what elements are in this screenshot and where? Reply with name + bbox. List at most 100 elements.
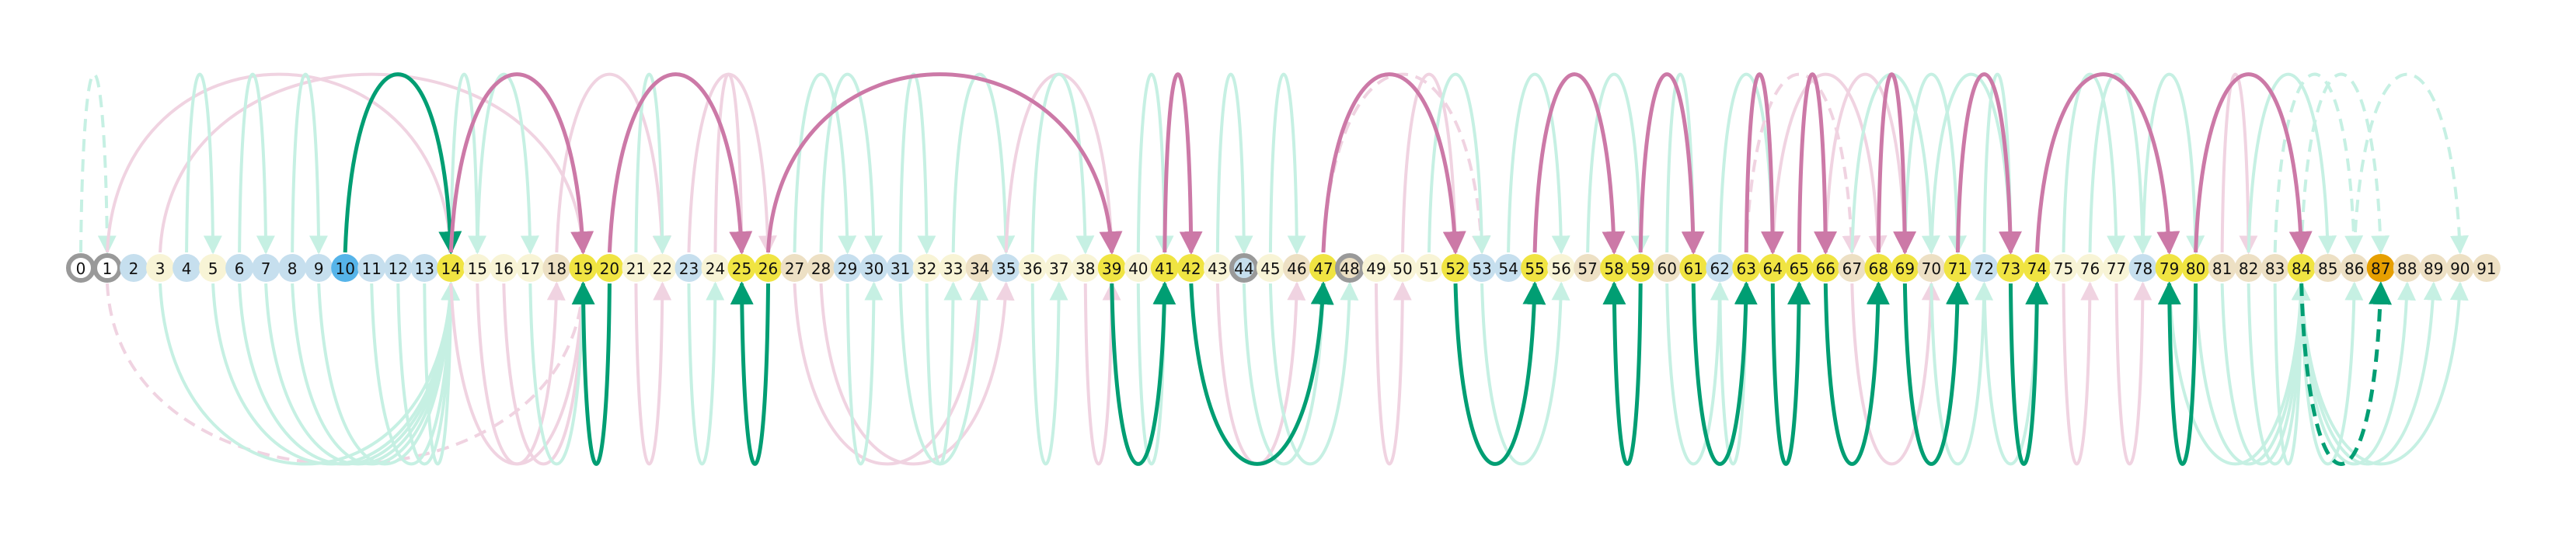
node-26: 26 xyxy=(754,254,783,282)
node-20: 20 xyxy=(595,254,624,282)
node-circle-17 xyxy=(516,254,545,282)
faded-edge-36-38-top xyxy=(1030,72,1095,255)
node-label-51: 51 xyxy=(1419,259,1438,278)
node-31: 31 xyxy=(886,254,915,282)
node-label-79: 79 xyxy=(2159,259,2179,278)
node-label-3: 3 xyxy=(155,259,166,278)
node-label-38: 38 xyxy=(1075,259,1095,278)
node-circle-8 xyxy=(278,254,307,282)
node-circle-21 xyxy=(622,254,650,282)
node-label-53: 53 xyxy=(1472,259,1491,278)
node-circle-71 xyxy=(1943,254,1972,282)
faded-edge-75-77-top xyxy=(2062,72,2126,255)
faded-edge-43-44-top xyxy=(1215,72,1253,255)
node-label-64: 64 xyxy=(1763,259,1783,278)
faded-edge-8-14-bottom xyxy=(291,281,460,466)
node-89: 89 xyxy=(2419,254,2448,282)
node-circle-33 xyxy=(939,254,967,282)
highlight-edges-layer xyxy=(343,72,2393,466)
node-label-39: 39 xyxy=(1102,259,1121,278)
highlight-edge-55-58-top xyxy=(1532,72,1626,255)
node-label-15: 15 xyxy=(468,259,487,278)
node-53: 53 xyxy=(1468,254,1497,282)
faded-edge-40-41-top xyxy=(1136,72,1174,255)
highlight-edge-68-69-top xyxy=(1876,72,1917,255)
node-39: 39 xyxy=(1097,254,1126,282)
node-circle-75 xyxy=(2049,254,2078,282)
faded-edge-84-89-bottom xyxy=(2299,281,2442,466)
faded-edge-67-70-top xyxy=(1850,72,1940,255)
node-circle-24 xyxy=(701,254,730,282)
node-43: 43 xyxy=(1203,254,1232,282)
node-label-60: 60 xyxy=(1657,259,1676,278)
faded-edge-8-9-top xyxy=(291,72,328,255)
node-72: 72 xyxy=(1970,254,1999,282)
node-circle-72 xyxy=(1970,254,1999,282)
node-circle-52 xyxy=(1441,254,1470,282)
node-48: 48 xyxy=(1334,253,1365,283)
highlight-edge-80-79-bottom xyxy=(2157,281,2198,466)
faded-edge-54-56-top xyxy=(1507,72,1570,255)
faded-edge-28-30-top xyxy=(819,72,884,255)
node-circle-58 xyxy=(1600,254,1629,282)
node-circle-83 xyxy=(2261,254,2289,282)
node-circle-66 xyxy=(1811,254,1840,282)
node-circle-16 xyxy=(490,254,518,282)
node-label-91: 91 xyxy=(2477,259,2496,278)
node-label-9: 9 xyxy=(314,259,324,278)
node-label-56: 56 xyxy=(1551,259,1570,278)
faded-edge-13-14-bottom xyxy=(423,281,461,466)
node-label-54: 54 xyxy=(1498,259,1518,278)
node-58: 58 xyxy=(1600,254,1629,282)
node-66: 66 xyxy=(1811,254,1840,282)
faded-edge-83-86-top xyxy=(2273,72,2364,255)
node-28: 28 xyxy=(807,254,835,282)
node-label-34: 34 xyxy=(970,259,989,278)
node-circle-40 xyxy=(1124,254,1152,282)
highlight-edge-14-19-top xyxy=(448,72,594,255)
node-circle-6 xyxy=(225,254,254,282)
node-67: 67 xyxy=(1838,254,1867,282)
node-circle-38 xyxy=(1071,254,1100,282)
node-circle-3 xyxy=(146,254,175,282)
node-label-14: 14 xyxy=(441,259,461,278)
node-label-86: 86 xyxy=(2344,259,2364,278)
node-label-71: 71 xyxy=(1948,259,1968,278)
node-circle-18 xyxy=(542,254,571,282)
faded-edge-15-17-top xyxy=(476,72,539,255)
node-circle-1 xyxy=(92,253,123,283)
node-label-77: 77 xyxy=(2107,259,2126,278)
node-label-58: 58 xyxy=(1604,259,1623,278)
node-circle-36 xyxy=(1018,254,1047,282)
node-circle-59 xyxy=(1626,254,1655,282)
node-84: 84 xyxy=(2287,254,2316,282)
node-12: 12 xyxy=(384,254,413,282)
node-circle-9 xyxy=(305,254,333,282)
node-52: 52 xyxy=(1441,254,1470,282)
node-label-23: 23 xyxy=(679,259,699,278)
node-36: 36 xyxy=(1018,254,1047,282)
node-circle-25 xyxy=(727,254,756,282)
node-74: 74 xyxy=(2023,254,2051,282)
node-4: 4 xyxy=(173,254,201,282)
faded-edge-1-14-top xyxy=(106,72,460,255)
node-circle-70 xyxy=(1917,254,1946,282)
faded-edge-66-69-top xyxy=(1824,72,1914,255)
node-50: 50 xyxy=(1389,254,1417,282)
node-label-5: 5 xyxy=(208,259,218,278)
faded-edge-84-86-bottom xyxy=(2299,281,2364,466)
node-label-69: 69 xyxy=(1895,259,1915,278)
faded-edge-21-22-bottom xyxy=(634,281,672,466)
node-circle-41 xyxy=(1150,254,1179,282)
faded-edge-75-76-bottom xyxy=(2062,281,2100,466)
faded-edge-15-18-bottom xyxy=(476,281,566,466)
node-label-0: 0 xyxy=(76,259,86,278)
faded-edge-36-37-bottom xyxy=(1030,281,1068,466)
node-circle-29 xyxy=(833,254,862,282)
node-57: 57 xyxy=(1574,254,1602,282)
node-8: 8 xyxy=(278,254,307,282)
highlight-edge-59-58-bottom xyxy=(1602,281,1643,466)
faded-edge-44-47-bottom xyxy=(1242,281,1333,466)
faded-edge-83-84-bottom xyxy=(2273,281,2311,466)
node-label-24: 24 xyxy=(706,259,725,278)
